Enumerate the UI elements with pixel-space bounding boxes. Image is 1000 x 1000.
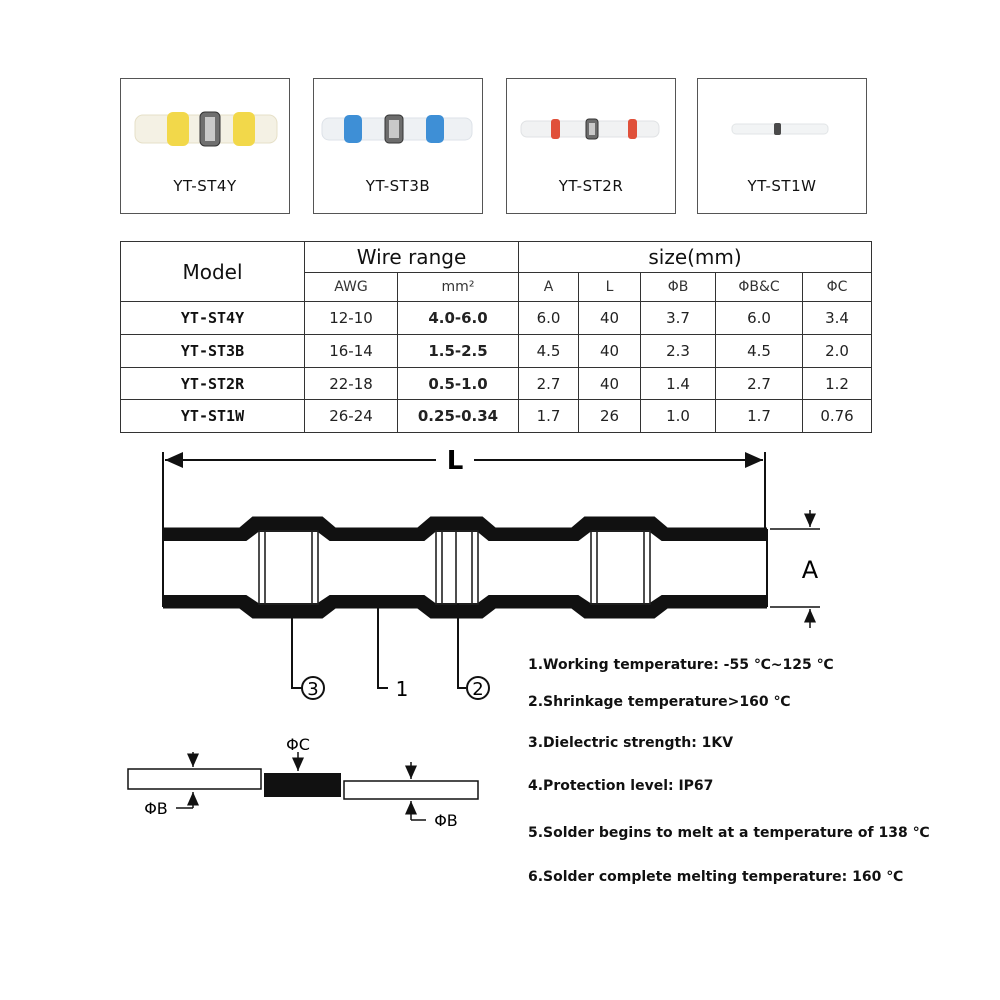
callout-label-2: 2 xyxy=(472,679,483,700)
note-shrinkage-temperature: 2.Shrinkage temperature>160 ℃ xyxy=(528,694,791,710)
product-model-label: YT-ST3B xyxy=(365,177,431,195)
phi-c-label: ΦC xyxy=(286,735,310,754)
row-mm2: 1.5-2.5 xyxy=(397,334,519,368)
product-model-label: YT-ST1W xyxy=(747,177,817,195)
spec-table: Model Wire range size(mm) AWG mm² A L ΦB… xyxy=(120,241,873,433)
row-phi-c: 0.76 xyxy=(801,399,873,433)
row-mm2: 0.25-0.34 xyxy=(397,399,519,433)
col-header-awg: AWG xyxy=(304,272,398,302)
row-phi-bc: 6.0 xyxy=(715,301,803,335)
band-right xyxy=(233,112,255,146)
size-header: size(mm) xyxy=(517,241,873,273)
model-header: Model xyxy=(120,241,305,302)
table-row: YT-ST3B 16-14 1.5-2.5 4.5 40 2.3 4.5 2.0 xyxy=(120,334,873,368)
diameter-dimension: A xyxy=(770,510,820,628)
tube-wall xyxy=(163,518,767,617)
product-card-st3b: YT-ST3B xyxy=(313,78,483,214)
wire-range-header: Wire range xyxy=(304,241,519,273)
callout-circle-2 xyxy=(466,676,490,700)
row-phi-bc: 2.7 xyxy=(715,367,803,400)
length-label: L xyxy=(447,446,464,476)
col-header-l: L xyxy=(578,272,641,302)
note-working-temperature: 1.Working temperature: -55 ℃~125 ℃ xyxy=(528,657,834,673)
phi-b-left-label: ΦB xyxy=(144,799,168,818)
callout-circle-3 xyxy=(301,676,325,700)
connector-image-st4y xyxy=(134,111,278,147)
row-awg: 26-24 xyxy=(304,399,398,433)
row-l: 40 xyxy=(578,367,641,400)
product-model-label: YT-ST4Y xyxy=(173,177,237,195)
note-protection-level: 4.Protection level: IP67 xyxy=(528,778,714,794)
connector-image-st3b xyxy=(321,114,473,144)
product-card-st4y: YT-ST4Y xyxy=(120,78,290,214)
row-phi-c: 3.4 xyxy=(801,301,873,335)
diameter-label: A xyxy=(802,556,819,584)
row-phi-c: 2.0 xyxy=(801,334,873,368)
length-dimension: L xyxy=(162,446,766,530)
product-card-st1w: YT-ST1W xyxy=(697,78,867,214)
product-card-st2r: YT-ST2R xyxy=(506,78,676,214)
note-solder-melt-start: 5.Solder begins to melt at a temperature… xyxy=(528,825,930,841)
col-header-phi-c: ΦC xyxy=(801,272,873,302)
col-header-phi-b: ΦB xyxy=(640,272,716,302)
row-phi-bc: 4.5 xyxy=(715,334,803,368)
row-model: YT-ST3B xyxy=(120,334,305,368)
callout-label-3: 3 xyxy=(307,679,318,700)
col-header-phi-bc: ΦB&C xyxy=(715,272,803,302)
row-model: YT-ST2R xyxy=(120,367,305,400)
row-phi-c: 1.2 xyxy=(801,367,873,400)
callout-label-1: 1 xyxy=(396,677,409,701)
row-mm2: 0.5-1.0 xyxy=(397,367,519,400)
row-awg: 16-14 xyxy=(304,334,398,368)
row-awg: 22-18 xyxy=(304,367,398,400)
row-phi-b: 3.7 xyxy=(640,301,716,335)
row-a: 2.7 xyxy=(518,367,579,400)
note-dielectric-strength: 3.Dielectric strength: 1KV xyxy=(528,735,734,751)
row-a: 1.7 xyxy=(518,399,579,433)
seal-ring-left xyxy=(258,530,319,605)
row-phi-b: 1.0 xyxy=(640,399,716,433)
connector-image-st1w xyxy=(731,123,829,135)
phi-b-right-label: ΦB xyxy=(434,811,458,830)
row-model: YT-ST1W xyxy=(120,399,305,433)
table-row: YT-ST1W 26-24 0.25-0.34 1.7 26 1.0 1.7 0… xyxy=(120,399,873,433)
product-model-label: YT-ST2R xyxy=(558,177,624,195)
diameter-detail-diagram: ΦC ΦB ΦB xyxy=(127,735,479,830)
connector-image-st2r xyxy=(520,118,660,140)
note-solder-melt-complete: 6.Solder complete melting temperature: 1… xyxy=(528,869,904,885)
col-header-a: A xyxy=(518,272,579,302)
seal-ring-right xyxy=(590,530,651,605)
band-left xyxy=(167,112,189,146)
row-awg: 12-10 xyxy=(304,301,398,335)
